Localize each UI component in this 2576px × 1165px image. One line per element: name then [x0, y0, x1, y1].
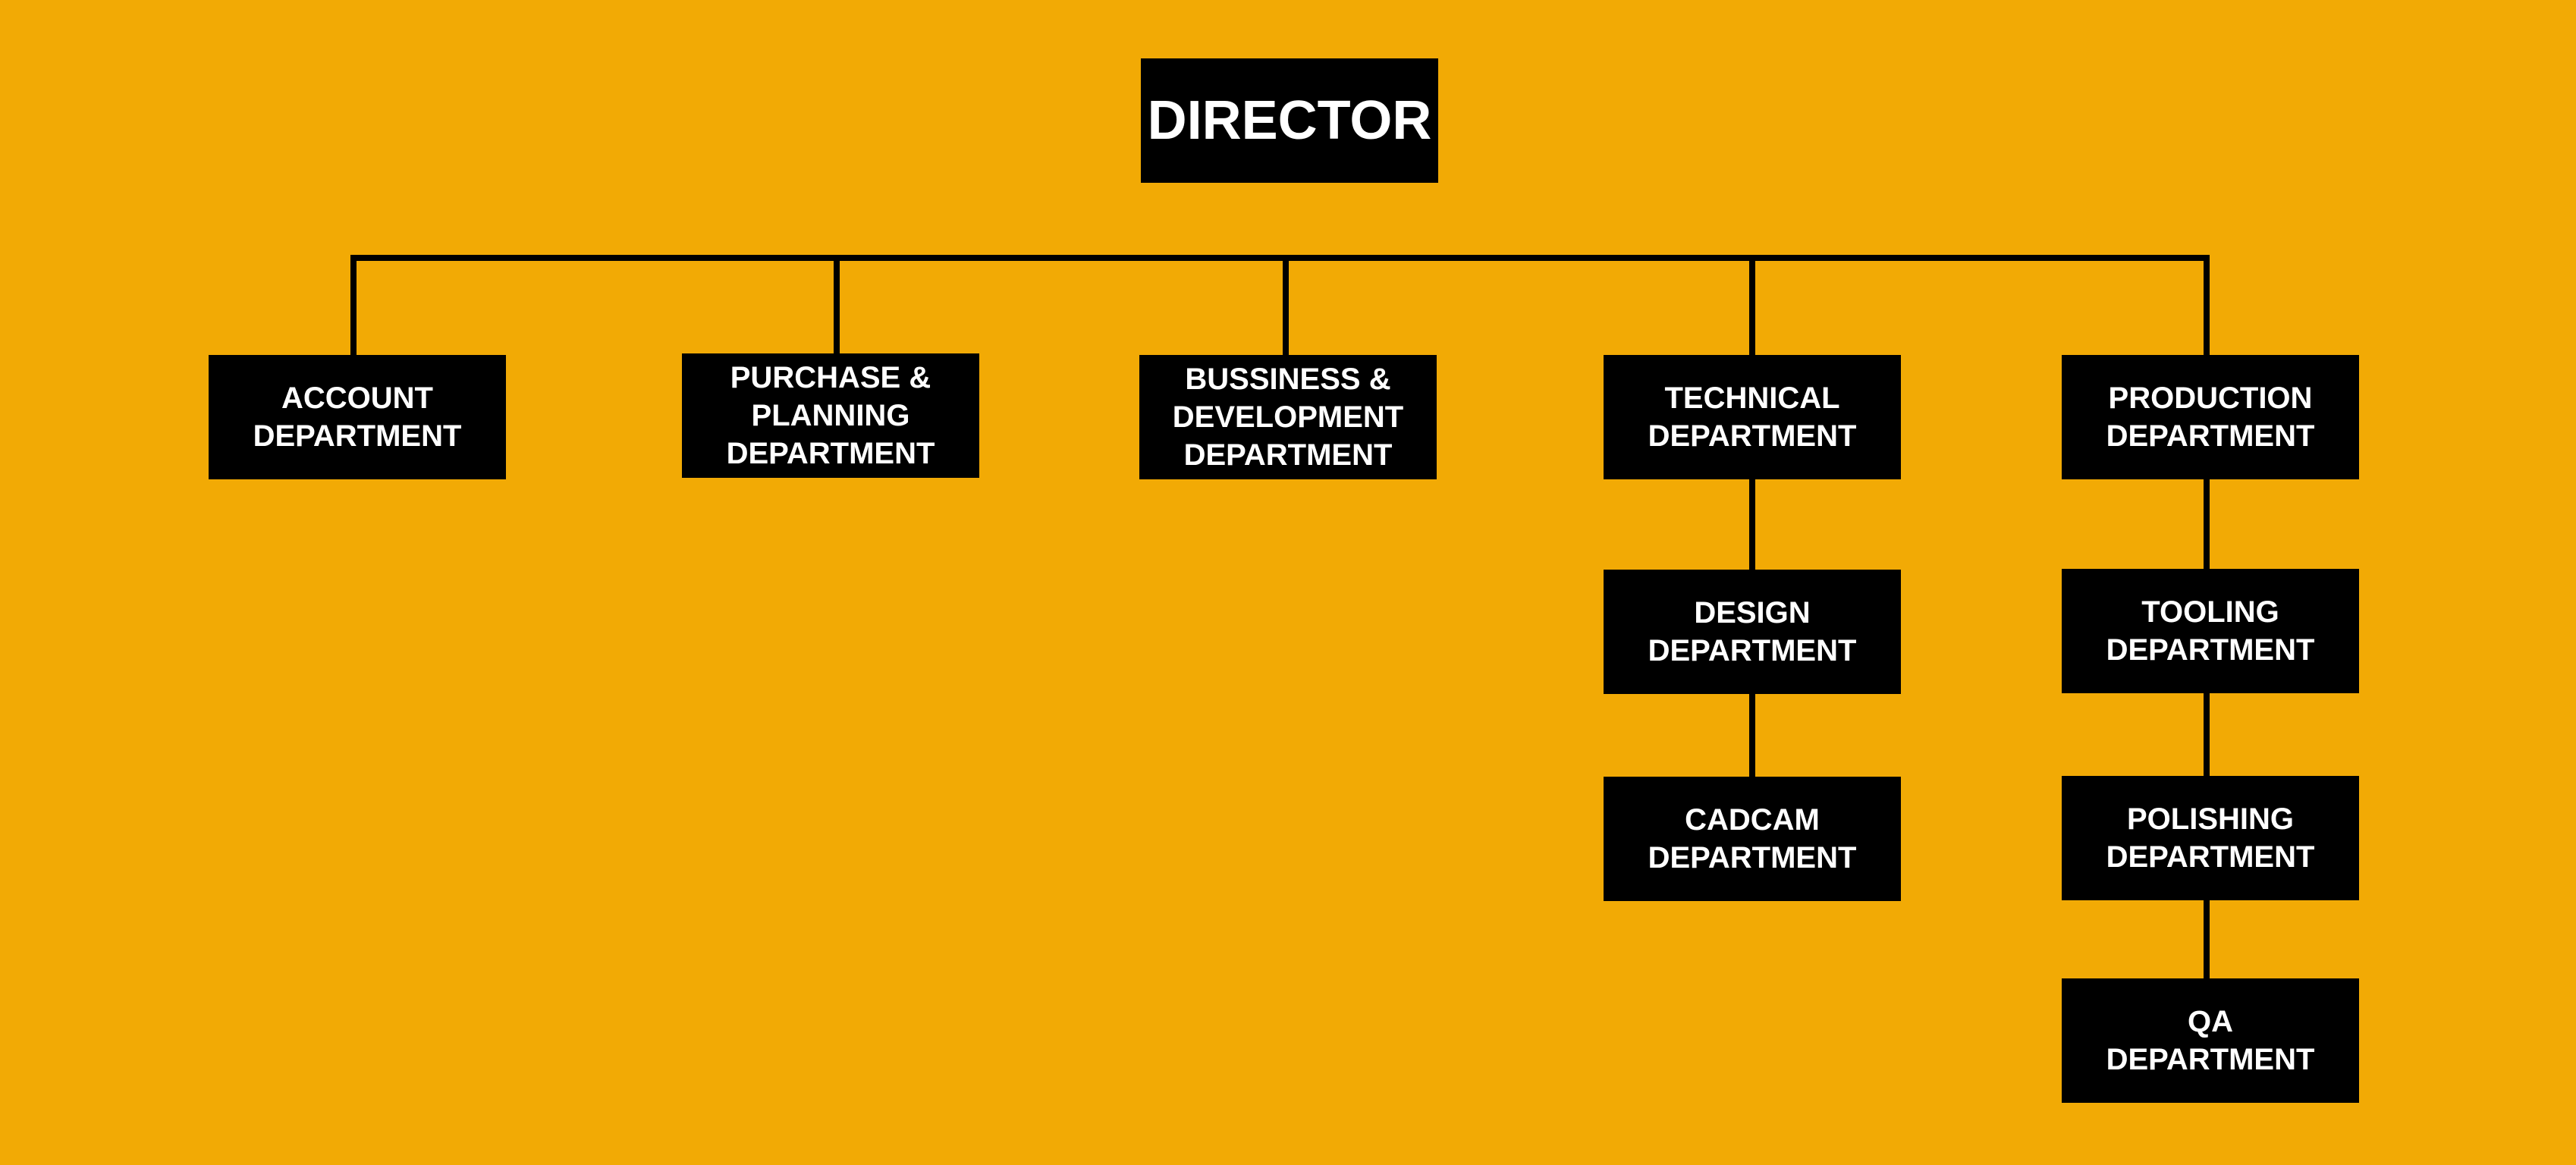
design-to-cadcam-connector [1749, 692, 1755, 777]
polishing-to-qa-connector [2204, 899, 2210, 979]
account-department-box: ACCOUNT DEPARTMENT [209, 355, 506, 479]
director-box: DIRECTOR [1141, 58, 1438, 183]
account-drop-connector [350, 255, 357, 355]
purchase-planning-department-box: PURCHASE & PLANNING DEPARTMENT [682, 353, 979, 478]
production-department-box: PRODUCTION DEPARTMENT [2062, 355, 2359, 479]
production-drop-connector [2204, 255, 2210, 355]
cadcam-department-box: CADCAM DEPARTMENT [1604, 777, 1901, 901]
business-development-department-box: BUSSINESS & DEVELOPMENT DEPARTMENT [1139, 355, 1437, 479]
tooling-department-label: TOOLING DEPARTMENT [2106, 595, 2315, 667]
technical-department-label: TECHNICAL DEPARTMENT [1648, 382, 1857, 453]
qa-department-label: QA DEPARTMENT [2106, 1005, 2315, 1076]
tooling-to-polishing-connector [2204, 692, 2210, 777]
director-label: DIRECTOR [1147, 90, 1432, 151]
design-department-box: DESIGN DEPARTMENT [1604, 570, 1901, 694]
business-drop-connector [1283, 255, 1289, 355]
polishing-department-box: POLISHING DEPARTMENT [2062, 776, 2359, 900]
account-department-label: ACCOUNT DEPARTMENT [253, 382, 462, 453]
polishing-department-label: POLISHING DEPARTMENT [2106, 802, 2315, 874]
purchase-drop-connector [834, 255, 840, 355]
production-department-label: PRODUCTION DEPARTMENT [2106, 382, 2315, 453]
tooling-department-box: TOOLING DEPARTMENT [2062, 569, 2359, 693]
business-development-department-label: BUSSINESS & DEVELOPMENT DEPARTMENT [1172, 363, 1404, 472]
qa-department-box: QA DEPARTMENT [2062, 978, 2359, 1103]
cadcam-department-label: CADCAM DEPARTMENT [1648, 803, 1857, 875]
director-horizontal-connector [350, 255, 2210, 261]
production-to-tooling-connector [2204, 478, 2210, 570]
technical-drop-connector [1749, 255, 1755, 355]
technical-department-box: TECHNICAL DEPARTMENT [1604, 355, 1901, 479]
design-department-label: DESIGN DEPARTMENT [1648, 596, 1857, 667]
technical-to-design-connector [1749, 478, 1755, 570]
purchase-planning-department-label: PURCHASE & PLANNING DEPARTMENT [726, 361, 935, 470]
